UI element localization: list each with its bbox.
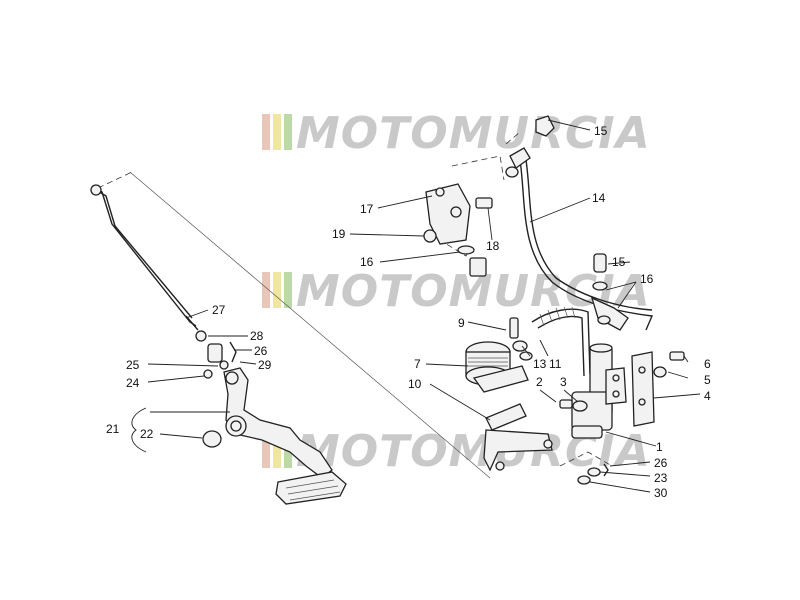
watermark-middle: MOTOMURCIA: [262, 266, 650, 317]
callout-16-lower: 16: [640, 272, 654, 286]
plate-4: [631, 351, 655, 427]
callout-14: 14: [592, 191, 606, 205]
callout-23: 23: [654, 471, 668, 485]
callout-21: 21: [106, 422, 120, 436]
watermark-text: MOTOMURCIA: [296, 108, 651, 159]
cotter-pin: [229, 341, 237, 363]
watermark-top: MOTOMURCIA: [262, 108, 651, 159]
callout-22: 22: [140, 427, 154, 441]
washer-28: [195, 330, 207, 342]
bolt-18: [475, 197, 493, 209]
pin-26: [207, 343, 223, 363]
leader-lines: [131, 119, 701, 493]
callout-4: 4: [704, 389, 711, 403]
bolt-6: [669, 351, 685, 361]
callout-19: 19: [332, 227, 346, 241]
bolt-24: [203, 369, 213, 379]
washer-16: [457, 245, 475, 255]
washer-16b: [592, 281, 608, 291]
callout-9: 9: [458, 316, 465, 330]
washer-25: [219, 360, 229, 370]
bolt-2: [559, 399, 573, 409]
washer-30: [577, 475, 591, 485]
callout-7: 7: [414, 357, 421, 371]
banjo-bolt-15: [593, 253, 607, 273]
callout-10: 10: [408, 377, 422, 391]
callout-25: 25: [126, 358, 140, 372]
union-fitting: [469, 257, 487, 277]
bolt-9: [509, 317, 519, 339]
callout-15-lower: 15: [612, 255, 626, 269]
callout-3: 3: [560, 375, 567, 389]
callout-13: 13: [533, 357, 547, 371]
callout-16: 16: [360, 255, 374, 269]
callout-6: 6: [704, 357, 711, 371]
control-rod: [90, 184, 199, 331]
fluid-reservoir: [465, 341, 529, 393]
callout-18: 18: [486, 239, 500, 253]
reservoir-bracket: [472, 365, 529, 393]
washer-3: [572, 400, 588, 412]
callout-5: 5: [704, 373, 711, 387]
bracket-17: [425, 183, 471, 245]
nut-19: [423, 229, 437, 243]
cap-15: [535, 115, 555, 137]
mounting-bracket: [423, 155, 505, 277]
callout-29: 29: [258, 358, 272, 372]
callout-24: 24: [126, 376, 140, 390]
lower-fasteners: [559, 451, 613, 485]
callout-15: 15: [594, 124, 608, 138]
brake-pedal-assembly: [195, 330, 347, 505]
washer-23: [587, 467, 601, 477]
master-cylinder: [559, 343, 685, 439]
callout-17: 17: [360, 202, 374, 216]
pedal-pad: [275, 471, 347, 505]
callout-11: 11: [549, 357, 562, 371]
callout-30: 30: [654, 486, 668, 500]
assembly-axis-line: [129, 171, 491, 479]
washer-5: [653, 366, 667, 378]
watermark-stripes-icon: [262, 114, 292, 150]
callout-28: 28: [250, 329, 264, 343]
callout-1: 1: [656, 440, 663, 454]
mounting-plate-10: [483, 403, 553, 472]
watermark-stripes-icon: [262, 272, 292, 308]
brake-hose: [505, 115, 654, 331]
callout-2: 2: [536, 375, 543, 389]
callout-labels: 15 14 17 18 19 16 15 16 9 13 11 7 10 2 3…: [106, 124, 711, 500]
bracket-21: [131, 407, 147, 453]
callout-27: 27: [212, 303, 226, 317]
dashed-axis: [97, 171, 133, 189]
callout-26: 26: [254, 344, 268, 358]
split-pin-26: [603, 463, 609, 477]
bushing-22: [202, 430, 222, 448]
callout-26-lower: 26: [654, 456, 668, 470]
